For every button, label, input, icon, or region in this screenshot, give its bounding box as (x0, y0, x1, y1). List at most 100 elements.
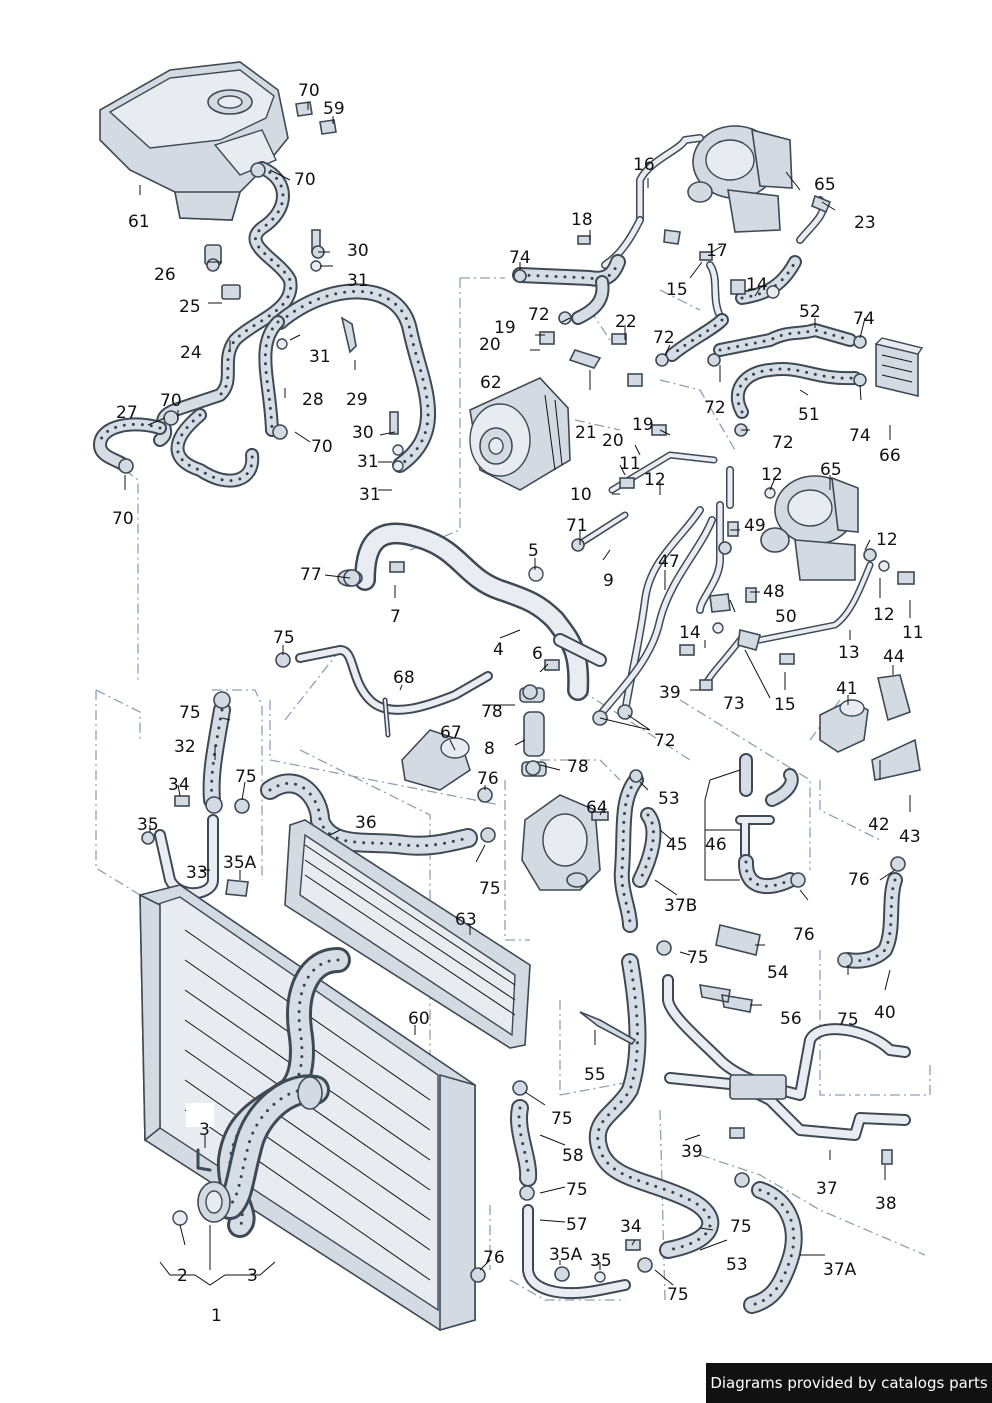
callout-label: 14 (746, 275, 768, 295)
callout-label: 34 (620, 1217, 642, 1237)
callout-label: 53 (658, 789, 680, 809)
callout-label: 40 (874, 1003, 896, 1023)
tank-hoses[interactable] (93, 101, 437, 488)
callout-label: 4 (493, 640, 504, 660)
callout-label: 68 (393, 668, 415, 688)
callout-label: 35 (137, 815, 159, 835)
callout-label: 54 (767, 963, 789, 983)
turbo-pipes[interactable] (574, 134, 874, 719)
expansion-tank[interactable] (99, 61, 289, 221)
callout-label: 19 (632, 415, 654, 435)
callout-label: 71 (566, 516, 588, 536)
callout-label: 28 (302, 390, 324, 410)
callout-label: 58 (562, 1146, 584, 1166)
callout-label: 74 (853, 309, 875, 329)
bleed-pipe[interactable] (295, 645, 493, 738)
callout-label: 49 (744, 516, 766, 536)
callout-label: 72 (654, 731, 676, 751)
callout-label: 70 (112, 509, 134, 529)
callout-label: 45 (666, 835, 688, 855)
alternator[interactable] (469, 377, 571, 491)
leader-lines (124, 102, 911, 1286)
callout-label: 59 (323, 99, 345, 119)
callout-label: 14 (679, 623, 701, 643)
radiator-hoses[interactable] (186, 947, 351, 1238)
callout-label: 70 (294, 170, 316, 190)
callout-label: 39 (681, 1142, 703, 1162)
callout-label: 13 (838, 643, 860, 663)
callout-label: 46 (705, 835, 727, 855)
callout-label: 64 (586, 798, 608, 818)
callout-label: 41 (836, 679, 858, 699)
callout-label: 65 (820, 460, 842, 480)
callout-labels: 70 59 70 61 30 26 31 25 24 31 28 29 27 7… (112, 81, 924, 1326)
callout-label: 56 (780, 1009, 802, 1029)
callout-label: 27 (116, 403, 138, 423)
callout-label: 75 (687, 948, 709, 968)
callout-label: 29 (346, 390, 368, 410)
callout-label: 51 (798, 405, 820, 425)
callout-label: 65 (814, 175, 836, 195)
callout-label: 72 (772, 433, 794, 453)
callout-label: 70 (298, 81, 320, 101)
callout-label: 6 (532, 644, 543, 664)
callout-label: 75 (179, 703, 201, 723)
callout-label: 72 (704, 398, 726, 418)
callout-label: 75 (479, 879, 501, 899)
callout-label: 43 (899, 827, 921, 847)
callout-label: 78 (481, 702, 503, 722)
callout-label: 62 (480, 373, 502, 393)
changeover-valve[interactable] (819, 674, 921, 781)
callout-label: 72 (528, 305, 550, 325)
callout-label: 35 (590, 1251, 612, 1271)
coolant-pipe[interactable] (337, 522, 607, 701)
callout-label: 74 (509, 248, 531, 268)
callout-label: 21 (575, 423, 597, 443)
lower-hoses[interactable] (510, 1099, 631, 1299)
callout-label: 18 (571, 210, 593, 230)
callout-label: 75 (566, 1180, 588, 1200)
callout-label: 75 (837, 1010, 859, 1030)
water-pump[interactable] (521, 794, 609, 891)
callout-label: 16 (633, 155, 655, 175)
callout-label: 30 (347, 241, 369, 261)
callout-label: 77 (300, 565, 322, 585)
center-hoses[interactable] (588, 772, 720, 1259)
callout-label: 38 (875, 1194, 897, 1214)
callout-label: 74 (849, 426, 871, 446)
callout-label: 76 (793, 925, 815, 945)
callout-label: 44 (883, 647, 905, 667)
turbocharger-upper[interactable] (687, 125, 793, 233)
callout-label: 2 (177, 1266, 188, 1286)
left-hoses[interactable] (154, 701, 478, 900)
callout-label: 70 (160, 391, 182, 411)
oil-cooler[interactable] (874, 337, 924, 398)
callout-label: 24 (180, 343, 202, 363)
callout-label: 11 (619, 454, 641, 474)
callout-label: 52 (799, 302, 821, 322)
callout-label: 20 (602, 431, 624, 451)
callout-label: 25 (179, 297, 201, 317)
auxiliary-radiator[interactable] (284, 819, 531, 1049)
callout-label: 35A (223, 853, 257, 873)
credit-banner: Diagrams provided by catalogs parts (706, 1363, 992, 1403)
callout-label: 36 (355, 813, 377, 833)
callout-label: 47 (658, 552, 680, 572)
callout-label: 76 (848, 870, 870, 890)
coolant-pipe-assembly[interactable] (662, 974, 911, 1141)
callout-label: 12 (644, 470, 666, 490)
callout-label: 12 (876, 530, 898, 550)
callout-label: 75 (667, 1285, 689, 1305)
callout-label: 12 (873, 605, 895, 625)
callout-label: 55 (584, 1065, 606, 1085)
turbo-coolant-hoses[interactable] (512, 254, 862, 419)
turbocharger-lower[interactable] (760, 475, 859, 581)
callout-label: 37A (823, 1260, 857, 1280)
callout-label: 66 (879, 446, 901, 466)
callout-label: 31 (359, 485, 381, 505)
callout-label: 26 (154, 265, 176, 285)
callout-label: 33 (186, 863, 208, 883)
callout-label: 76 (483, 1248, 505, 1268)
right-hoses[interactable] (735, 753, 903, 1314)
